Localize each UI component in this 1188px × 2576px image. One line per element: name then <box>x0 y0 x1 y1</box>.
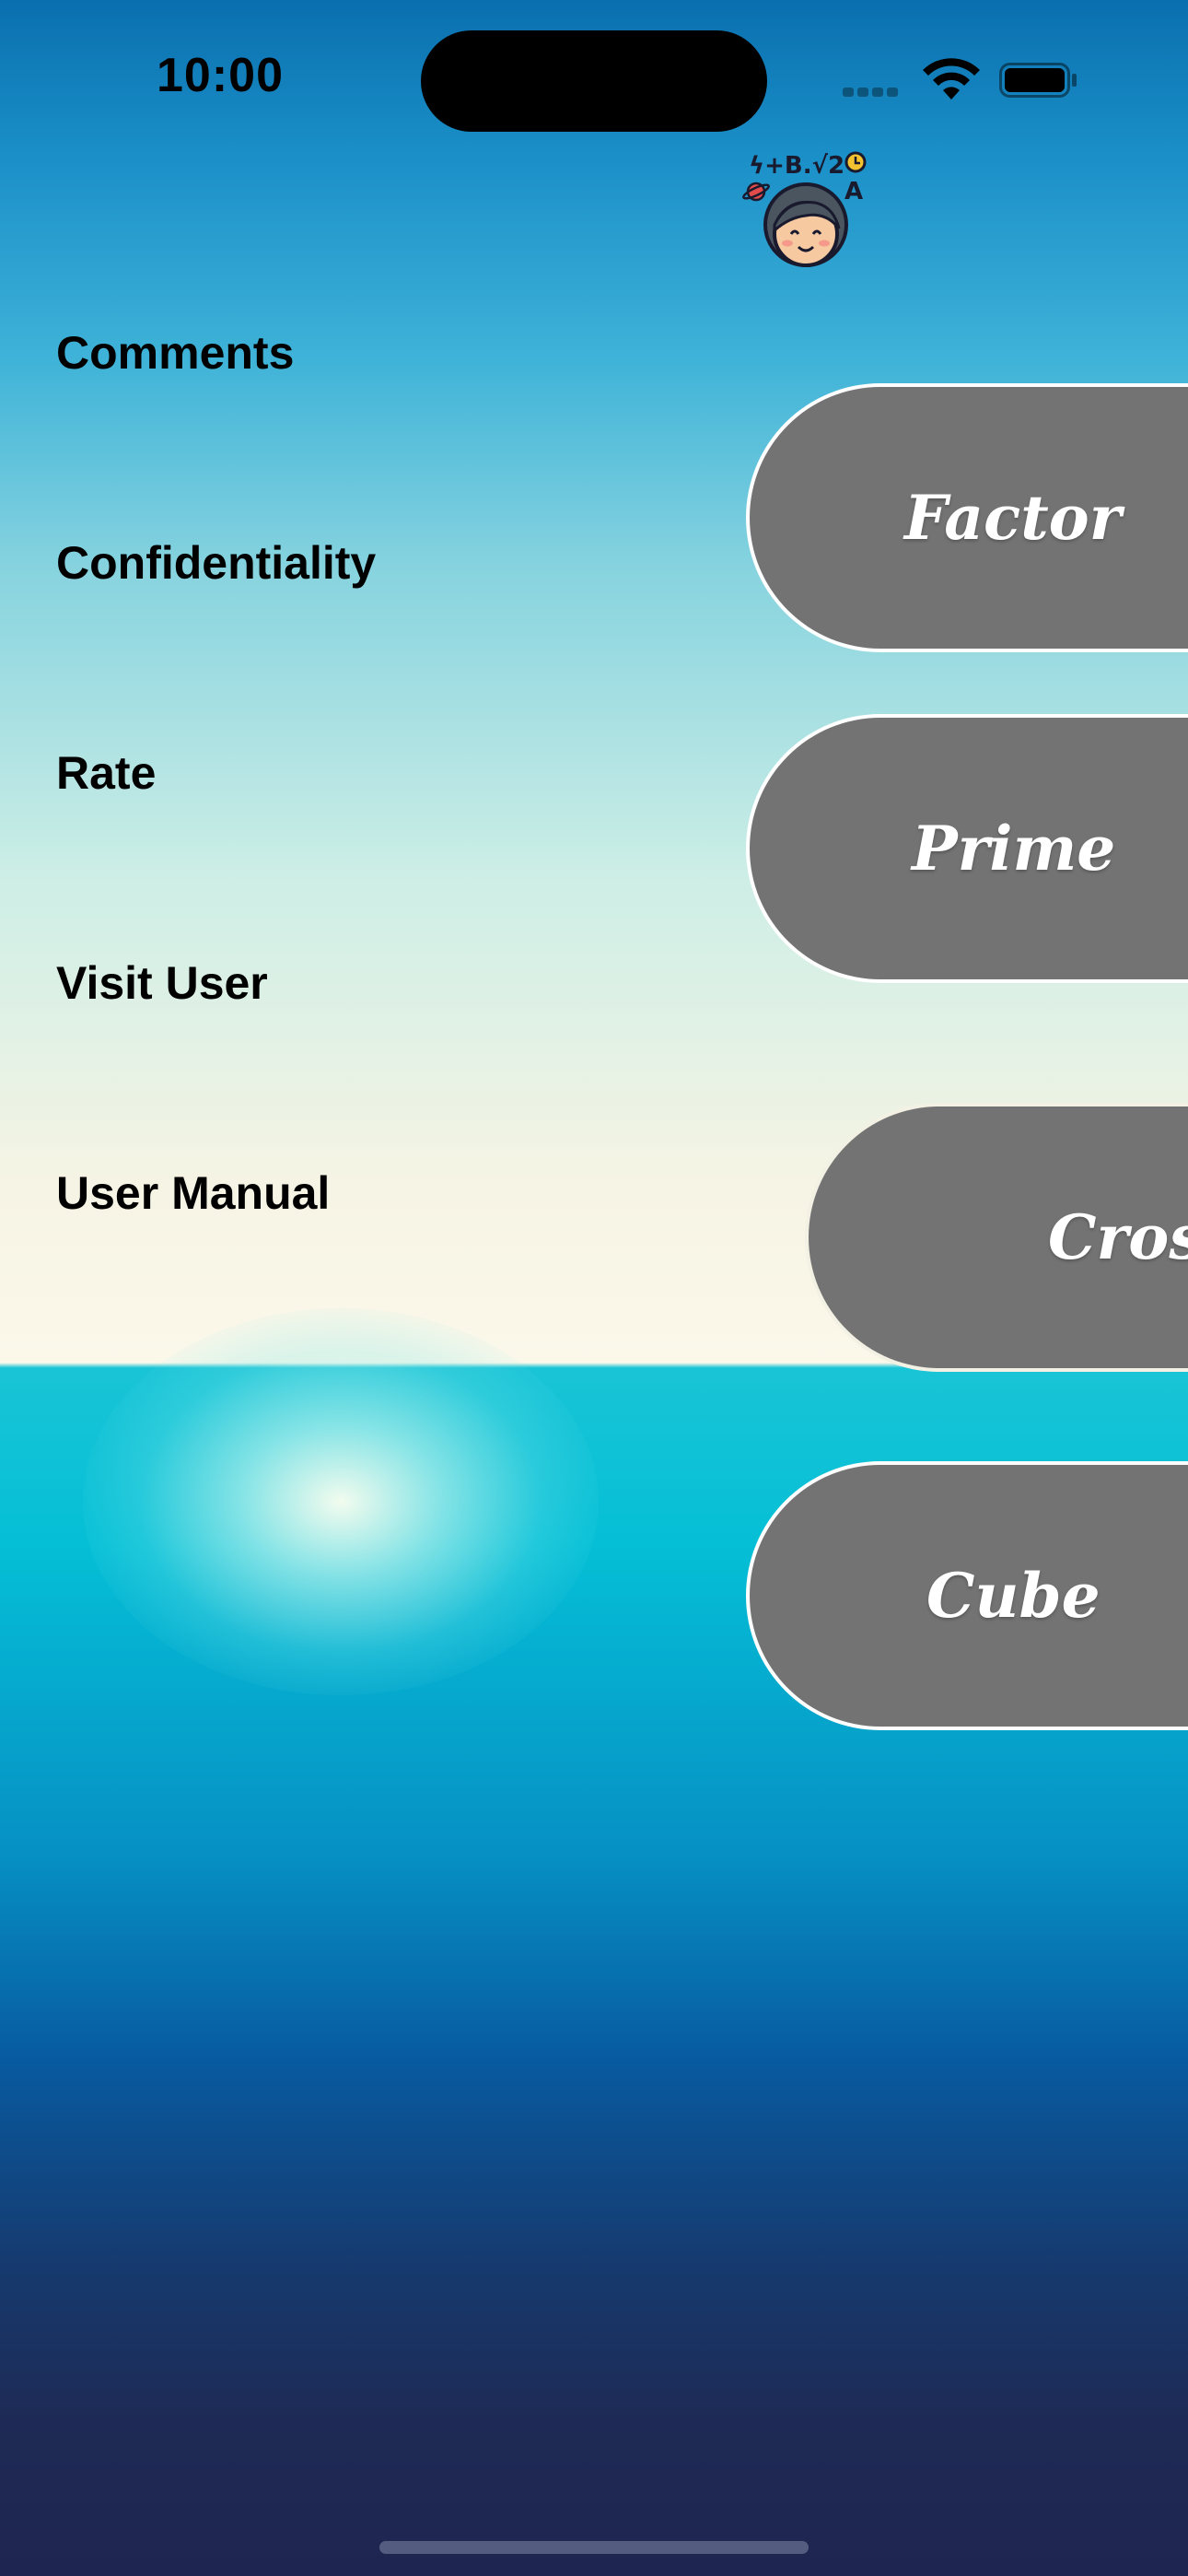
background-glow <box>83 1308 599 1695</box>
prime-button-label: Prime <box>912 813 1116 884</box>
cube-button[interactable]: Cube <box>746 1461 1188 1730</box>
menu-item-visit-user[interactable]: Visit User <box>56 957 268 1009</box>
cross-button[interactable]: Cross <box>805 1103 1188 1372</box>
prime-button[interactable]: Prime <box>746 714 1188 983</box>
battery-icon <box>999 63 1077 98</box>
svg-text:ϟ+B.√2: ϟ+B.√2 <box>749 152 844 180</box>
cube-button-label: Cube <box>926 1560 1101 1632</box>
cellular-signal-icon <box>843 85 905 98</box>
menu-item-confidentiality[interactable]: Confidentiality <box>56 537 377 589</box>
factor-button-label: Factor <box>904 482 1122 554</box>
menu-item-comments[interactable]: Comments <box>56 327 295 379</box>
factor-button[interactable]: Factor <box>746 383 1188 652</box>
menu-item-rate[interactable]: Rate <box>56 747 157 799</box>
wifi-icon <box>923 58 980 100</box>
svg-text:A: A <box>844 178 863 205</box>
student-math-avatar-icon: ϟ+B.√2 A <box>742 151 867 267</box>
status-bar: 10:00 <box>0 0 1188 157</box>
home-indicator[interactable] <box>379 2541 809 2554</box>
dynamic-island <box>421 30 767 132</box>
menu-item-user-manual[interactable]: User Manual <box>56 1167 331 1219</box>
status-time: 10:00 <box>157 49 284 102</box>
cross-button-label: Cross <box>1048 1201 1188 1273</box>
